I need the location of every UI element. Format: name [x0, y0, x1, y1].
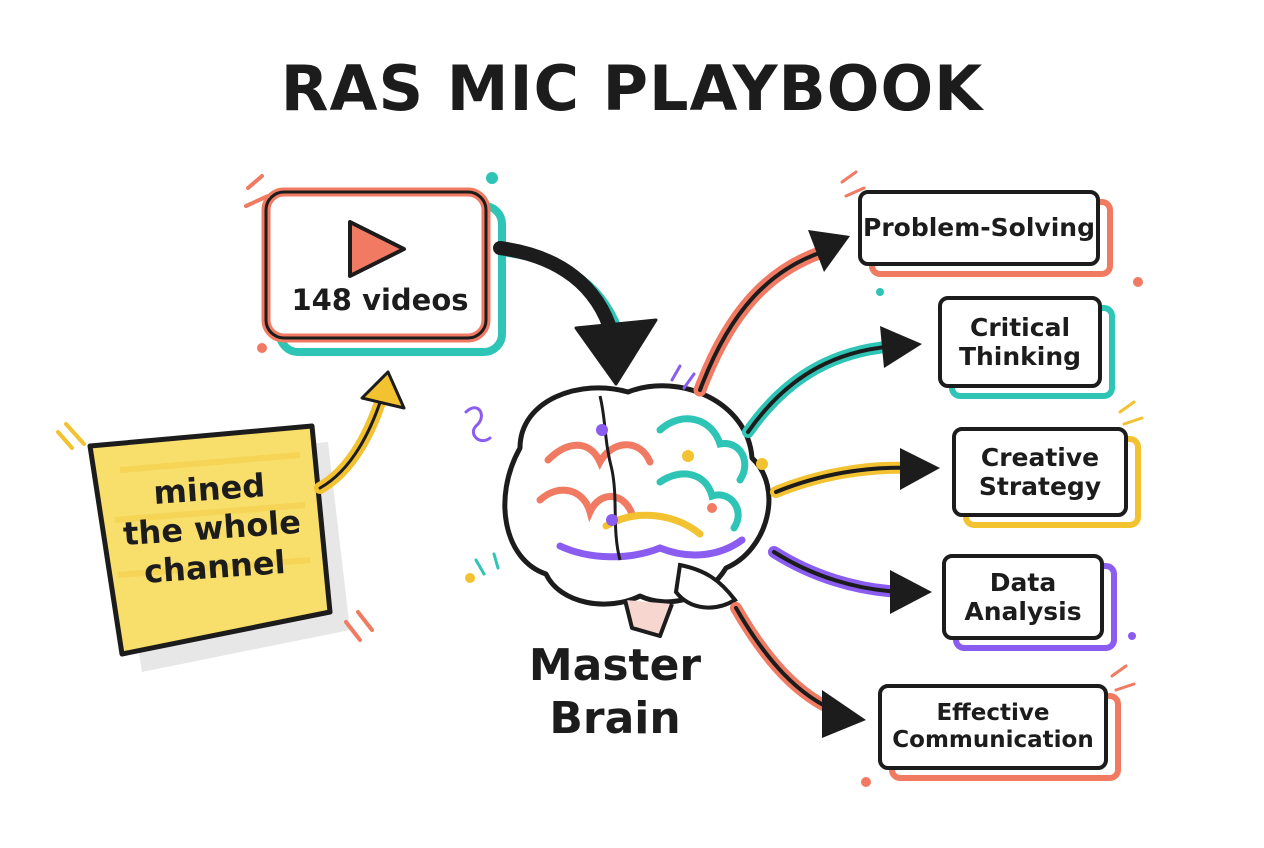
play-icon	[348, 220, 406, 278]
decor-doodles	[56, 170, 1144, 692]
video-box	[261, 187, 506, 356]
arrow-brain-to-problem-solving	[693, 230, 850, 397]
sticky-note	[87, 423, 350, 672]
output-box-effective-communication	[878, 684, 1121, 781]
master-brain-label: Master Brain	[500, 640, 730, 746]
sticky-note-text: mined the whole channel	[88, 462, 336, 596]
arrow-brain-to-critical-thinking	[742, 326, 922, 438]
output-label-line: Thinking	[958, 342, 1082, 371]
output-label-line: Analysis	[964, 597, 1082, 626]
output-label-critical-thinking: Critical Thinking	[940, 298, 1100, 386]
brain-label-line: Brain	[549, 692, 681, 744]
output-label-line: Data	[989, 567, 1057, 597]
output-label-line: Effective	[936, 699, 1050, 726]
output-label-data-analysis: Data Analysis	[944, 556, 1102, 638]
output-box-creative-strategy	[952, 427, 1141, 528]
output-label-line: Creative	[980, 442, 1100, 472]
brain-label-line: Master	[528, 640, 702, 691]
arrow-brain-to-creative-strategy	[770, 448, 940, 498]
arrow-brain-to-data-analysis	[768, 546, 932, 614]
output-label-line: Strategy	[978, 472, 1102, 501]
output-box-data-analysis	[942, 554, 1117, 651]
output-label-line: Critical	[969, 312, 1071, 342]
arrow-note-to-video	[314, 370, 406, 494]
brain-icon	[502, 383, 772, 638]
page-title: RAS MIC PLAYBOOK	[280, 52, 984, 125]
output-label-line: Communication	[892, 727, 1094, 753]
output-label-problem-solving: Problem-Solving	[860, 192, 1098, 264]
output-label-effective-communication: Effective Communication	[880, 686, 1106, 768]
video-count-label: 148 videos	[291, 283, 469, 317]
output-label-line: Problem-Solving	[863, 213, 1095, 243]
arrow-video-to-brain	[493, 241, 658, 386]
arrow-brain-to-effective-communication	[730, 602, 866, 738]
output-box-critical-thinking	[938, 296, 1115, 399]
decor-dots	[257, 172, 1143, 787]
output-label-creative-strategy: Creative Strategy	[954, 429, 1126, 515]
output-box-problem-solving	[858, 190, 1113, 277]
